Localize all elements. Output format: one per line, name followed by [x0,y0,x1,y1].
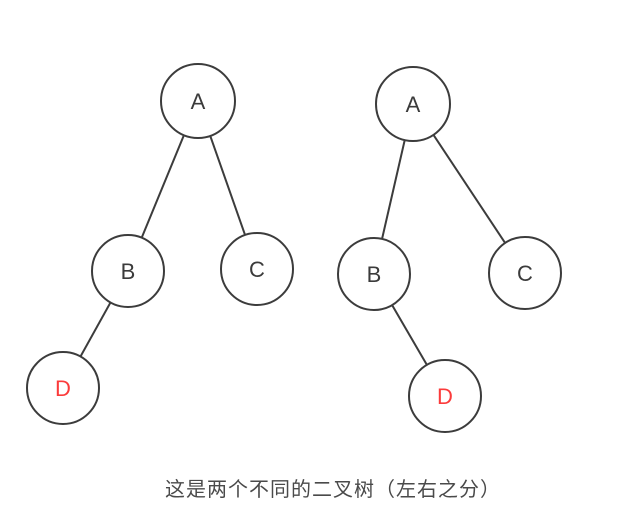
right-tree-node-a-label: A [406,92,421,117]
right-tree-node-c-circle [488,236,562,310]
right-tree-node-b-label: B [367,262,382,287]
left-tree-node-c-label: C [249,257,265,282]
left-tree-node-a-circle [160,63,236,139]
right-tree-node-b-circle [337,237,411,311]
right-tree-node-c-label: C [517,261,533,286]
right-tree-node-a-circle [375,66,451,142]
diagram-caption: 这是两个不同的二叉树（左右之分） [165,478,501,501]
right-tree-node-d-circle [408,359,482,433]
right-binary-tree: A B C D [337,66,562,433]
left-tree-node-b-circle [91,234,165,308]
left-tree-node-d-circle [26,351,100,425]
left-binary-tree: A B C D [26,63,294,425]
left-tree-node-a-label: A [191,89,206,114]
left-tree-node-d-label: D [55,376,71,401]
left-tree-node-c-circle [220,232,294,306]
right-tree-node-d-label: D [437,384,453,409]
left-tree-node-b-label: B [121,259,136,284]
